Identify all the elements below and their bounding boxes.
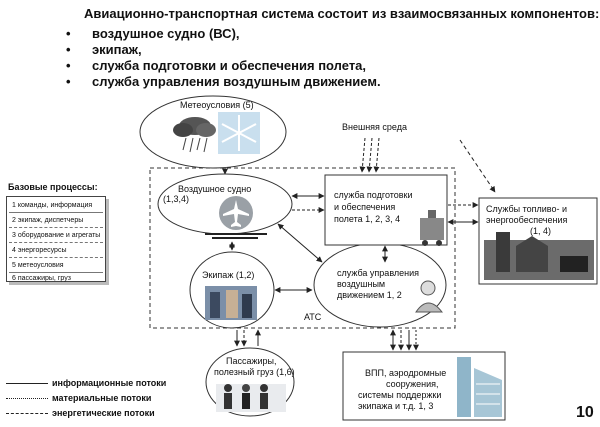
atc-label-line3: движением 1, 2 [337, 290, 402, 300]
passengers-label-line2: полезный груз (1,6) [214, 367, 295, 377]
legend-info-label: информационные потоки [52, 378, 167, 388]
legend-material-line [6, 398, 48, 399]
base-process-item: 2 экипаж, диспетчеры [9, 213, 103, 228]
passengers-photo-icon [216, 384, 286, 412]
base-process-item: 6 пассажиры, груз [12, 275, 71, 282]
controller-icon [415, 280, 444, 313]
weather-label: Метеоусловия (5) [180, 100, 254, 110]
snowflake-icon [218, 112, 260, 154]
legend-energy-label: энергетические потоки [52, 408, 155, 418]
airport-label-line2: сооружения, [386, 379, 439, 389]
aircraft-codes: (1,3,4) [163, 194, 190, 204]
legend-energy-line [6, 413, 48, 414]
bullet-atc: •служба управления воздушным движением. [66, 74, 381, 89]
airplane-icon [219, 196, 253, 230]
aircraft-label: Воздушное судно [178, 184, 252, 194]
prep-service-node [324, 174, 448, 246]
bullet-prep-service: •служба подготовки и обеспечения полета, [66, 58, 367, 73]
external-env-label: Внешняя среда [342, 122, 407, 132]
building-icon [457, 357, 502, 417]
base-process-item: 1 команды, информация [9, 198, 103, 213]
base-process-item: 4 энергоресурсы [9, 243, 103, 258]
passengers-label-line1: Пассажиры, [226, 356, 277, 366]
airport-label-line1: ВПП, аэродромные [365, 368, 447, 378]
base-process-item: 5 метеоусловия [9, 258, 103, 273]
prep-label-line1: служба подготовки [334, 190, 413, 200]
fuel-truck-icon [420, 210, 444, 246]
cloud-icon [173, 117, 216, 153]
fuel-label-line2: энергообеспечения [486, 215, 568, 225]
atc-label-line2: воздушным [337, 279, 386, 289]
legend-info-line [6, 383, 48, 384]
fuel-label-line1: Службы топливо- и [486, 204, 567, 214]
fuel-label-line3: (1, 4) [530, 226, 552, 236]
page-number: 10 [576, 404, 594, 421]
airport-label-line3: системы поддержки [358, 390, 442, 400]
prep-label-line3: полета 1, 2, 3, 4 [334, 214, 401, 224]
bullet-aircraft: •воздушное судно (ВС), [66, 26, 240, 41]
bullet-text: служба управления воздушным движением. [92, 74, 381, 89]
base-processes-title: Базовые процессы: [8, 182, 98, 192]
bullet-text: экипаж, [92, 42, 142, 57]
base-processes-box: 1 команды, информация 2 экипаж, диспетче… [6, 196, 106, 282]
fuel-depot-icon [484, 232, 594, 280]
legend-material-label: материальные потоки [52, 393, 152, 403]
atc-boundary [149, 167, 456, 329]
prep-label-line2: и обеспечения [334, 202, 396, 212]
atc-system-label: АТС [304, 312, 322, 322]
bullet-crew: •экипаж, [66, 42, 142, 57]
crew-label: Экипаж (1,2) [202, 270, 255, 280]
bullet-text: воздушное судно (ВС), [92, 26, 240, 41]
slide-title: Авиационно-транспортная система состоит … [84, 6, 600, 21]
base-process-item: 3 оборудование и агрегаты [9, 228, 103, 243]
atc-label-line1: служба управления [337, 268, 420, 278]
airport-label-line4: экипажа и т.д. 1, 3 [358, 401, 434, 411]
bullet-text: служба подготовки и обеспечения полета, [92, 58, 367, 73]
crew-photo-icon [205, 286, 257, 320]
